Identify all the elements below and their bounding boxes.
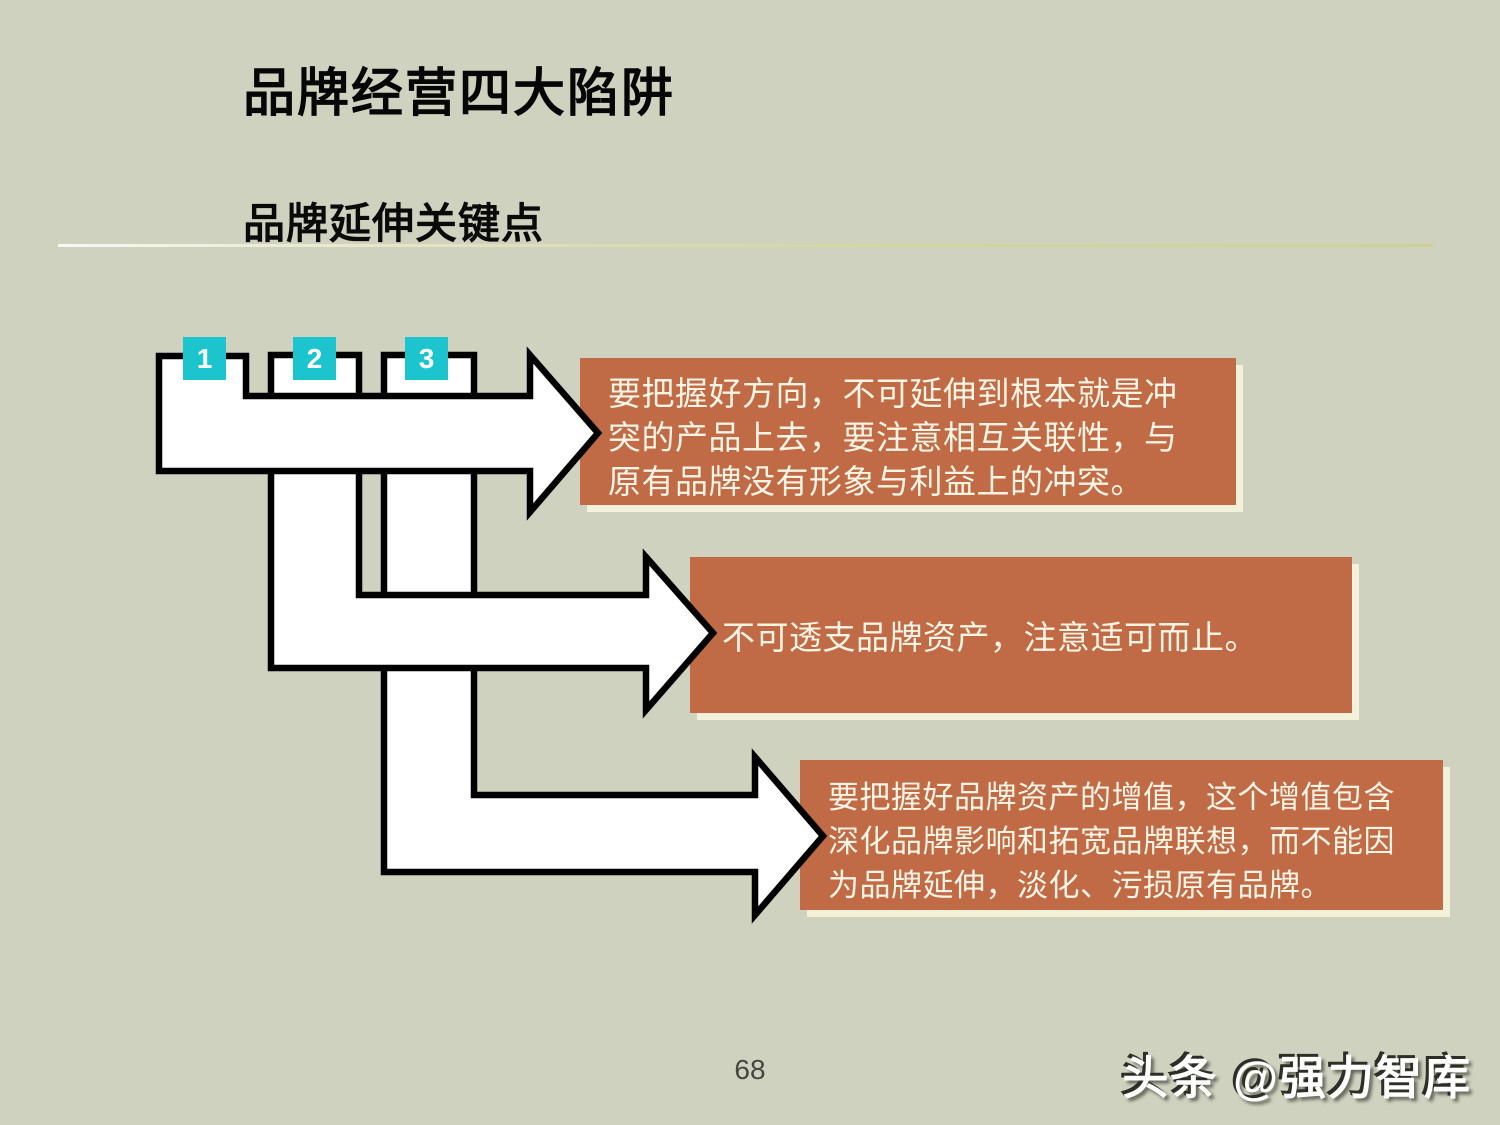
step-2-number-badge: 2 — [293, 337, 336, 380]
watermark: 头条 @强力智库 — [1122, 1052, 1472, 1104]
step-1-callout-box: 要把握好方向，不可延伸到根本就是冲 突的产品上去，要注意相互关联性，与 原有品牌… — [580, 358, 1236, 505]
step-1-callout-text: 要把握好方向，不可延伸到根本就是冲 突的产品上去，要注意相互关联性，与 原有品牌… — [608, 377, 1178, 501]
subtitle-divider — [58, 244, 1433, 247]
slide-subtitle: 品牌延伸关键点 — [243, 202, 545, 248]
step-3-callout-text: 要把握好品牌资产的增值，这个增值包含 深化品牌影响和拓宽品牌联想，而不能因 为品… — [828, 780, 1395, 903]
step-2-callout-box: 不可透支品牌资产，注意适可而止。 — [690, 557, 1352, 713]
page-number: 68 — [734, 1054, 766, 1085]
step-1-number-badge: 1 — [183, 337, 226, 380]
slide-title: 品牌经营四大陷阱 — [243, 66, 676, 123]
step-2-callout-text: 不可透支品牌资产，注意适可而止。 — [722, 621, 1258, 657]
step-3-callout-box: 要把握好品牌资产的增值，这个增值包含 深化品牌影响和拓宽品牌联想，而不能因 为品… — [800, 760, 1443, 910]
step-3-number-badge: 3 — [405, 337, 448, 380]
